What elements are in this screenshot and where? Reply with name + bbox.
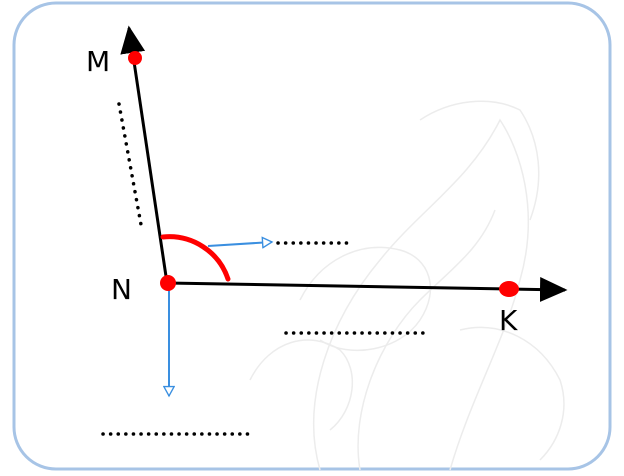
point-k <box>499 281 519 297</box>
angle-pointer-arrow <box>207 242 272 246</box>
angle-mnk-arc <box>160 234 231 282</box>
point-m <box>128 51 142 65</box>
ray-nm <box>120 25 169 284</box>
ray-nk <box>166 277 568 303</box>
label-k: K <box>499 304 518 337</box>
label-m: M <box>86 45 110 78</box>
frame-border <box>12 1 612 471</box>
point-n <box>160 275 176 291</box>
label-n: N <box>111 273 132 306</box>
blank-ray-nm <box>117 102 144 232</box>
watermark-logo <box>249 100 565 471</box>
